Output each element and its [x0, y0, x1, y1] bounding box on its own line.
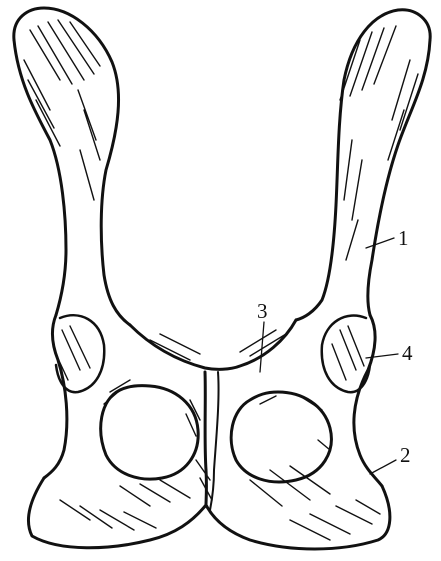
- leader-line-2: [370, 460, 396, 474]
- left-ilium-outer-edge: [14, 40, 66, 315]
- leader-line-1: [366, 238, 394, 248]
- right-body: [354, 315, 382, 486]
- label-2: 2: [400, 443, 411, 467]
- left-obturator-foramen: [101, 386, 198, 479]
- pubic-symphysis: [205, 372, 206, 505]
- left-ilium: [14, 8, 130, 325]
- leader-line-4: [366, 354, 398, 358]
- sacral-arch: [130, 320, 296, 369]
- ischial-edge: [28, 478, 389, 549]
- label-4: 4: [402, 341, 413, 365]
- symphysis-second-line: [210, 372, 219, 510]
- right-obturator-foramen: [231, 392, 331, 482]
- label-1: 1: [398, 226, 409, 250]
- label-3: 3: [257, 299, 268, 323]
- left-body: [44, 315, 67, 478]
- right-ilium-outer-edge: [368, 40, 430, 315]
- shading-hatching: [24, 20, 418, 540]
- bone-outline: [14, 8, 430, 549]
